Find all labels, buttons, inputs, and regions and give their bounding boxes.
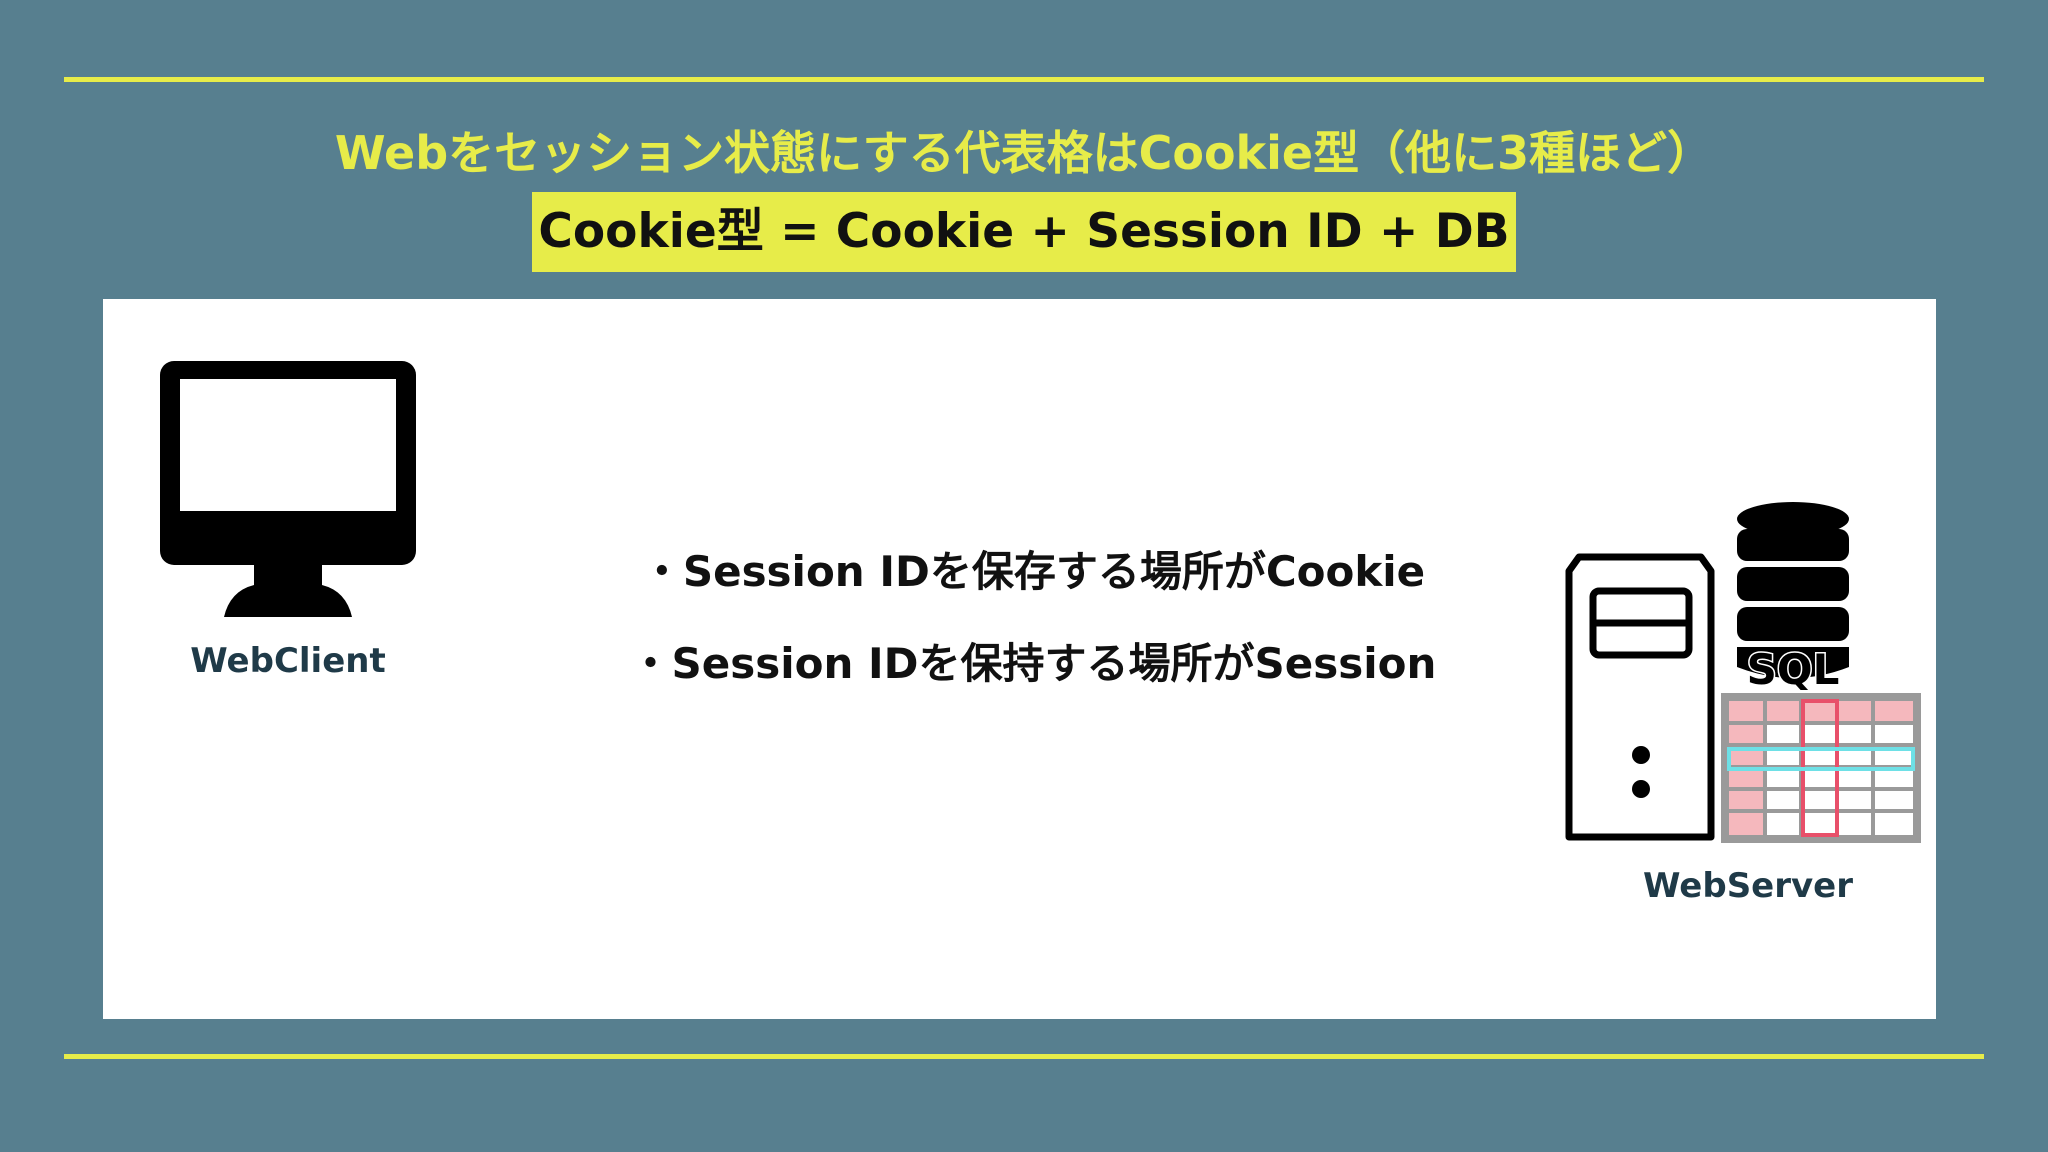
formula-highlight: Cookie型 = Cookie + Session ID + DB bbox=[532, 192, 1516, 272]
client-label: WebClient bbox=[190, 641, 386, 681]
desktop-monitor-icon bbox=[160, 361, 416, 617]
bullet-list: ・Session IDを保存する場所がCookie ・Session IDを保持… bbox=[583, 544, 1483, 728]
top-divider bbox=[64, 77, 1984, 82]
server-db-illustration: SQL bbox=[1565, 502, 1921, 843]
bullet-item-cookie: ・Session IDを保存する場所がCookie bbox=[640, 547, 1426, 596]
slide-title: Webをセッション状態にする代表格はCookie型（他に3種ほど） bbox=[334, 126, 1714, 180]
server-label: WebServer bbox=[1643, 866, 1853, 906]
database-icon bbox=[1737, 502, 1849, 678]
server-tower-icon bbox=[1565, 553, 1715, 841]
formula-container: Cookie型 = Cookie + Session ID + DB bbox=[0, 192, 2048, 272]
sql-label: SQL bbox=[1747, 645, 1840, 694]
table-icon bbox=[1721, 693, 1921, 843]
bottom-divider bbox=[64, 1054, 1984, 1059]
diagram-panel: WebClient ・Session IDを保存する場所がCookie ・Ses… bbox=[103, 299, 1936, 1019]
bullet-item-session: ・Session IDを保持する場所がSession bbox=[629, 639, 1437, 688]
